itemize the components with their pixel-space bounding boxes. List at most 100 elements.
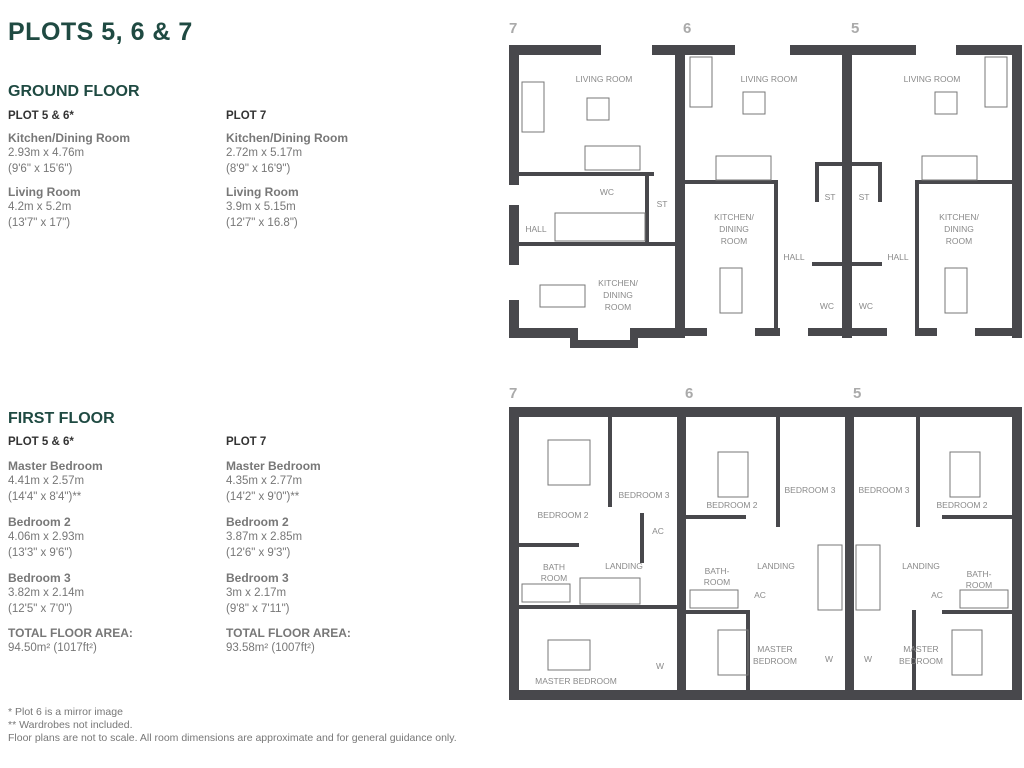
room-name: Bedroom 3 [226, 571, 289, 585]
room-metric: 3.9m x 5.15m [226, 201, 296, 213]
plan-label: 7 [509, 385, 517, 402]
room-name: Master Bedroom [226, 459, 321, 473]
room-name: Living Room [226, 185, 299, 199]
room-name: Kitchen/Dining Room [8, 131, 130, 145]
plan-label: BEDROOM [753, 656, 797, 666]
first-plot-7: PLOT 7 Master Bedroom 4.35m x 2.77m (14'2"… [226, 436, 436, 656]
room-metric: 4.35m x 2.77m [226, 475, 303, 487]
room-imperial: (13'7" x 17") [8, 217, 71, 229]
room-imperial: (12'6" x 9'3") [226, 547, 291, 559]
plan-label: ROOM [721, 236, 747, 246]
plan-label: LANDING [605, 561, 643, 571]
room-name: Bedroom 3 [8, 571, 71, 585]
room-metric: 4.41m x 2.57m [8, 475, 85, 487]
plan-label: HALL [783, 252, 805, 262]
ground-floor-fixtures [521, 56, 1008, 314]
plot-heading: PLOT 5 & 6* [8, 110, 74, 122]
plan-label: LANDING [757, 561, 795, 571]
plan-label: ROOM [605, 302, 631, 312]
footnote: * Plot 6 is a mirror image [8, 706, 123, 718]
footnote: ** Wardrobes not included. [8, 719, 133, 731]
plan-label: 6 [683, 20, 691, 37]
first-plot-5-6: PLOT 5 & 6* Master Bedroom 4.41m x 2.57m (… [8, 436, 218, 656]
room-metric: 4.2m x 5.2m [8, 201, 72, 213]
page-title: PLOTS 5, 6 & 7 [8, 18, 193, 46]
plan-label: MASTER BEDROOM [535, 676, 617, 686]
plan-label: ROOM [541, 573, 567, 583]
plan-label: 7 [509, 20, 517, 37]
plan-label: 5 [853, 385, 861, 402]
footnote: Floor plans are not to scale. All room d… [8, 732, 457, 744]
first-floor-section: FIRST FLOOR [8, 410, 115, 428]
room-name: Master Bedroom [8, 459, 103, 473]
plan-label: 5 [851, 20, 859, 37]
room-imperial: (9'8" x 7'11") [226, 603, 290, 615]
plan-label: LIVING ROOM [741, 74, 798, 84]
room-imperial: (12'5" x 7'0") [8, 603, 73, 615]
plan-label: HALL [525, 224, 547, 234]
plan-label: ROOM [704, 577, 730, 587]
plot-heading: PLOT 7 [226, 436, 267, 448]
plan-label: LIVING ROOM [904, 74, 961, 84]
plan-label: W [825, 654, 833, 664]
plan-label: MASTER [903, 644, 938, 654]
room-name: Bedroom 2 [226, 515, 289, 529]
room-imperial: (12'7" x 16.8") [226, 217, 298, 229]
plan-label: BATH [543, 562, 565, 572]
room-imperial: (8'9" x 16'9") [226, 163, 291, 175]
room-imperial: (14'2" x 9'0")** [226, 491, 300, 503]
total-area-label: TOTAL FLOOR AREA: [8, 626, 133, 640]
plan-label: BEDROOM 2 [936, 500, 987, 510]
plot-heading: PLOT 5 & 6* [8, 436, 74, 448]
plot-heading: PLOT 7 [226, 110, 267, 122]
room-imperial: (13'3" x 9'6") [8, 547, 73, 559]
plan-label: 6 [685, 385, 693, 402]
room-metric: 2.72m x 5.17m [226, 147, 303, 159]
footnotes: * Plot 6 is a mirror image ** Wardrobes … [8, 706, 457, 745]
room-name: Living Room [8, 185, 81, 199]
room-metric: 3m x 2.17m [226, 587, 287, 599]
plan-label: KITCHEN/ [714, 212, 754, 222]
plan-label: ROOM [966, 580, 992, 590]
room-metric: 3.82m x 2.14m [8, 587, 85, 599]
plan-label: W [656, 661, 664, 671]
plan-label: BEDROOM 3 [784, 485, 835, 495]
plan-label: HALL [887, 252, 909, 262]
first-floor-fixtures [521, 439, 1009, 676]
plan-label: KITCHEN/ [598, 278, 638, 288]
plan-label: LANDING [902, 561, 940, 571]
plan-label: AC [931, 590, 943, 600]
plan-label: MASTER [757, 644, 792, 654]
plan-label: ST [859, 192, 870, 202]
room-imperial: (14'4" x 8'4")** [8, 491, 82, 503]
plan-label: BEDROOM 2 [706, 500, 757, 510]
plan-label: BATH- [705, 566, 730, 576]
plan-label: ST [657, 199, 668, 209]
room-imperial: (9'6" x 15'6") [8, 163, 73, 175]
plan-label: BEDROOM 3 [618, 490, 669, 500]
plan-label: BEDROOM 2 [537, 510, 588, 520]
plan-label: KITCHEN/ [939, 212, 979, 222]
plan-label: BEDROOM 3 [858, 485, 909, 495]
plot-numbers: 7 6 5 7 6 5 [509, 20, 861, 402]
ground-floor-walls [509, 45, 1022, 348]
plan-label: AC [652, 526, 664, 536]
plan-label: DINING [603, 290, 633, 300]
plan-label: ROOM [946, 236, 972, 246]
first-floor-heading: FIRST FLOOR [8, 410, 115, 427]
plan-label: WC [859, 301, 873, 311]
plan-label: W [864, 654, 872, 664]
plan-label: BEDROOM [899, 656, 943, 666]
total-area-label: TOTAL FLOOR AREA: [226, 626, 351, 640]
room-name: Bedroom 2 [8, 515, 71, 529]
first-floor-walls [509, 407, 1022, 700]
ground-floor-section: GROUND FLOOR [8, 83, 140, 101]
plan-label: WC [600, 187, 614, 197]
plan-label: BATH- [967, 569, 992, 579]
plan-label: AC [754, 590, 766, 600]
